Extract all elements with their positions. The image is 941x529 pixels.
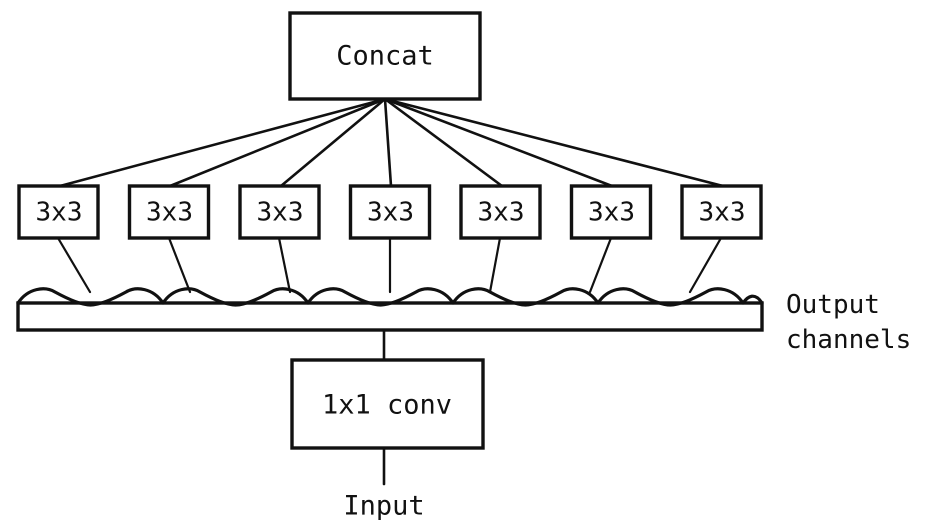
node-conv1x1-label: 1x1 conv <box>322 390 452 421</box>
node-branch-5-box <box>459 184 542 240</box>
output-channels-label-line2: channels <box>786 325 911 355</box>
edge-concat-to-branch-3 <box>279 97 387 188</box>
edge-branch-3-to-channels <box>277 236 292 294</box>
edge-branch-6-to-channels <box>588 236 613 294</box>
edge-branch-2-to-channels <box>167 236 192 294</box>
edge-concat-to-branch-5 <box>383 97 504 188</box>
node-concat-label: Concat <box>336 41 434 72</box>
node-branch-2-label: 3x3 <box>146 198 193 228</box>
node-conv1x1-box <box>290 358 485 450</box>
output-channels-bar <box>16 301 764 332</box>
node-branch-1-box <box>17 184 100 240</box>
node-concat-box <box>288 11 482 101</box>
input-label: Input <box>343 491 424 522</box>
node-branch-7-box <box>680 184 763 240</box>
output-channels-label-line1: Output <box>786 290 880 320</box>
channel-grouping-wave <box>16 287 764 307</box>
edge-concat-to-branch-6 <box>383 97 614 188</box>
node-branch-6-label: 3x3 <box>588 198 635 228</box>
edge-branch-1-to-channels <box>56 236 92 294</box>
node-branch-2-box <box>127 184 211 240</box>
edge-concat-to-branch-1 <box>58 97 387 188</box>
edge-concat-to-branch-7 <box>383 97 725 188</box>
edge-concat-to-branch-4 <box>383 97 393 188</box>
node-branch-4-box <box>348 184 432 240</box>
node-branch-3-label: 3x3 <box>257 198 304 228</box>
edge-concat-to-branch-2 <box>168 97 387 188</box>
node-branch-4-label: 3x3 <box>367 198 414 228</box>
node-branch-3-box <box>238 184 321 240</box>
node-branch-7-label: 3x3 <box>699 198 746 228</box>
edge-branch-7-to-channels <box>688 236 723 294</box>
edge-branch-5-to-channels <box>488 236 502 294</box>
node-branch-1-label: 3x3 <box>36 198 83 228</box>
node-branch-5-label: 3x3 <box>478 198 525 228</box>
node-branch-6-box <box>569 184 653 240</box>
